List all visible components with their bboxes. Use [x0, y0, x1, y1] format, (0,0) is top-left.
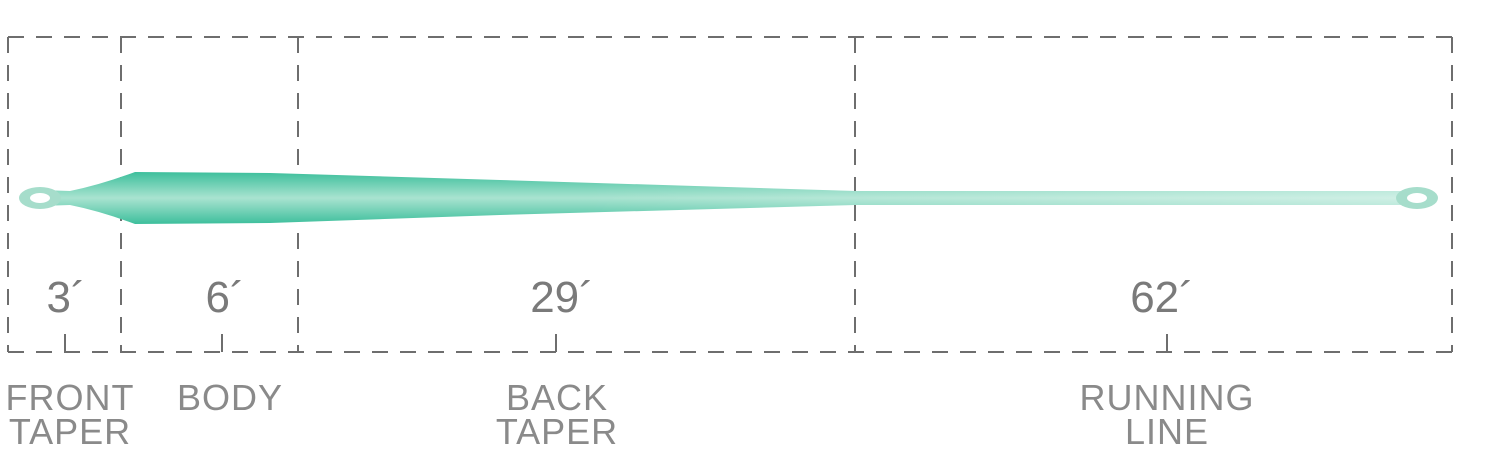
label-back-taper-line2: TAPER: [496, 411, 618, 452]
label-body: BODY: [177, 377, 283, 418]
segment-dividers: [7, 36, 1453, 353]
length-back-taper: 29´: [530, 273, 594, 322]
length-front-taper: 3´: [46, 273, 85, 322]
fly-line-profile: [19, 172, 1438, 224]
length-body: 6´: [205, 273, 244, 322]
label-back-taper-line1: BACK: [506, 377, 608, 418]
length-ticks: [64, 334, 1168, 352]
label-running-line-line2: LINE: [1125, 411, 1209, 452]
length-running-line: 62´: [1130, 273, 1194, 322]
label-front-taper-line2: TAPER: [9, 411, 131, 452]
label-front-taper-line1: FRONT: [6, 377, 135, 418]
label-running-line-line1: RUNNING: [1080, 377, 1255, 418]
